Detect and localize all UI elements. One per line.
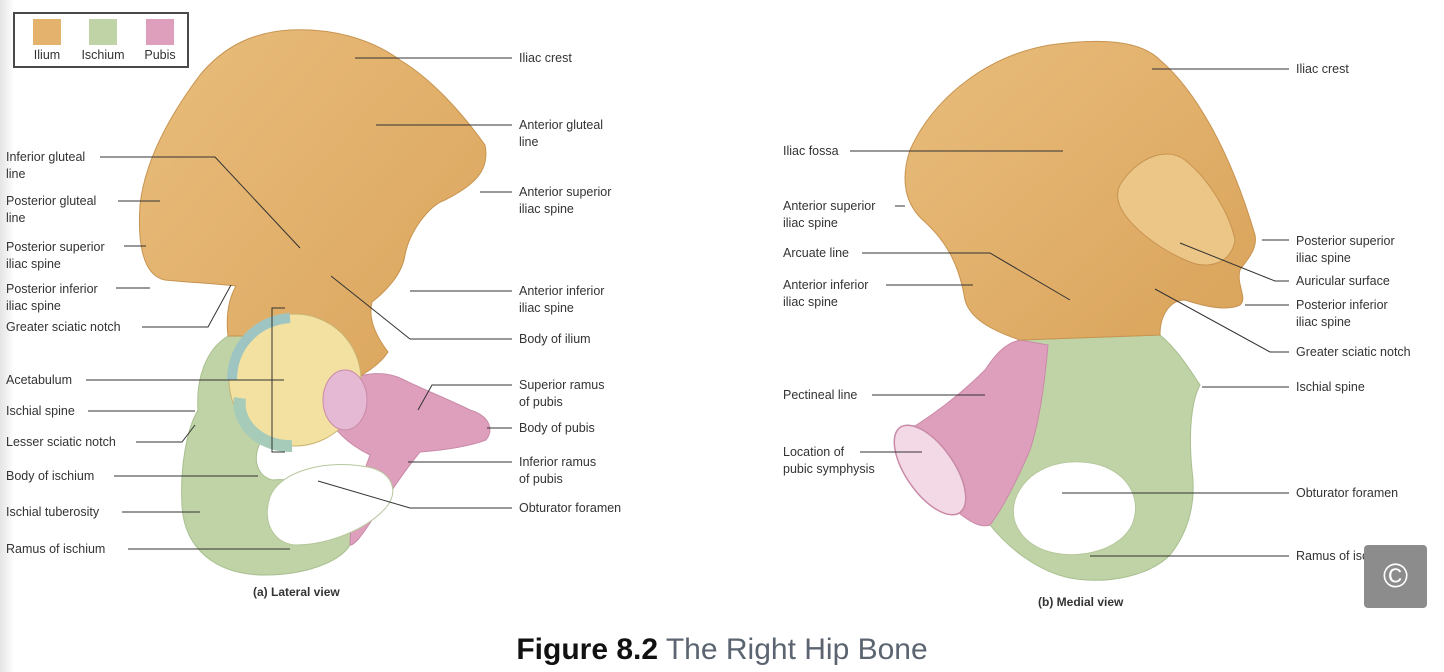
label-ramus-of-ischium: Ramus of ischium [6,542,106,556]
lateral-obturator-foramen [266,464,394,546]
medial-left-leader-lines [850,150,1071,453]
legend-label: Pubis [144,48,176,62]
bone-region-legend: Ilium Ischium Pubis [13,12,189,68]
legend-label: Ilium [33,48,61,62]
legend-item-ilium: Ilium [23,19,71,62]
label-greater-sciatic-notch: Greater sciatic notch [6,320,121,334]
label-obturator-foramen-lateral: Obturator foramen [519,501,622,515]
label-body-of-ischium: Body of ischium [6,469,95,483]
lateral-left-leader-lines [86,156,301,550]
label-greater-sciatic-notch-medial: Greater sciatic notch [1296,345,1411,359]
legend-item-ischium: Ischium [75,19,131,62]
label-pectineal-line: Pectineal line [783,388,858,402]
page-edge-shade [0,0,14,672]
label-body-of-ilium: Body of ilium [519,332,591,346]
label-iliac-crest-medial: Iliac crest [1296,62,1349,76]
medial-auricular-surface [1117,153,1236,266]
medial-ilium [904,40,1256,341]
label-ischial-spine: Ischial spine [6,404,75,418]
legend-swatch-pubis [146,19,174,45]
copyright-button[interactable]: © [1364,545,1427,608]
medial-bone [893,40,1256,581]
figure-title: The Right Hip Bone [665,633,928,666]
caption-lateral-view: (a) Lateral view [253,585,340,599]
caption-medial-view: (b) Medial view [1038,595,1124,609]
medial-pubic-symphysis [893,424,967,516]
figure-number: Figure 8.2 [516,633,659,666]
legend-item-pubis: Pubis [137,19,183,62]
medial-right-leader-lines [1062,68,1289,557]
lateral-bone [138,29,491,576]
legend-label: Ischium [81,48,125,62]
label-arcuate-line: Arcuate line [783,246,850,260]
legend-swatch-ilium [33,19,61,45]
medial-obturator-foramen [1013,461,1136,556]
label-acetabulum: Acetabulum [6,373,73,387]
copyright-icon: © [1382,557,1409,595]
label-ischial-spine-medial: Ischial spine [1296,380,1365,394]
label-iliac-fossa: Iliac fossa [783,144,839,158]
label-body-of-pubis: Body of pubis [519,421,595,435]
label-obturator-foramen-medial: Obturator foramen [1296,486,1399,500]
figure-caption: Figure 8.2 The Right Hip Bone [0,633,1444,667]
label-auricular-surface: Auricular surface [1296,274,1390,288]
label-ischial-tuberosity: Ischial tuberosity [6,505,100,519]
lateral-ilium [138,29,487,425]
label-iliac-crest-lateral: Iliac crest [519,51,572,65]
legend-swatch-ischium [89,19,117,45]
lateral-right-leader-lines [317,57,512,509]
label-lesser-sciatic-notch: Lesser sciatic notch [6,435,116,449]
